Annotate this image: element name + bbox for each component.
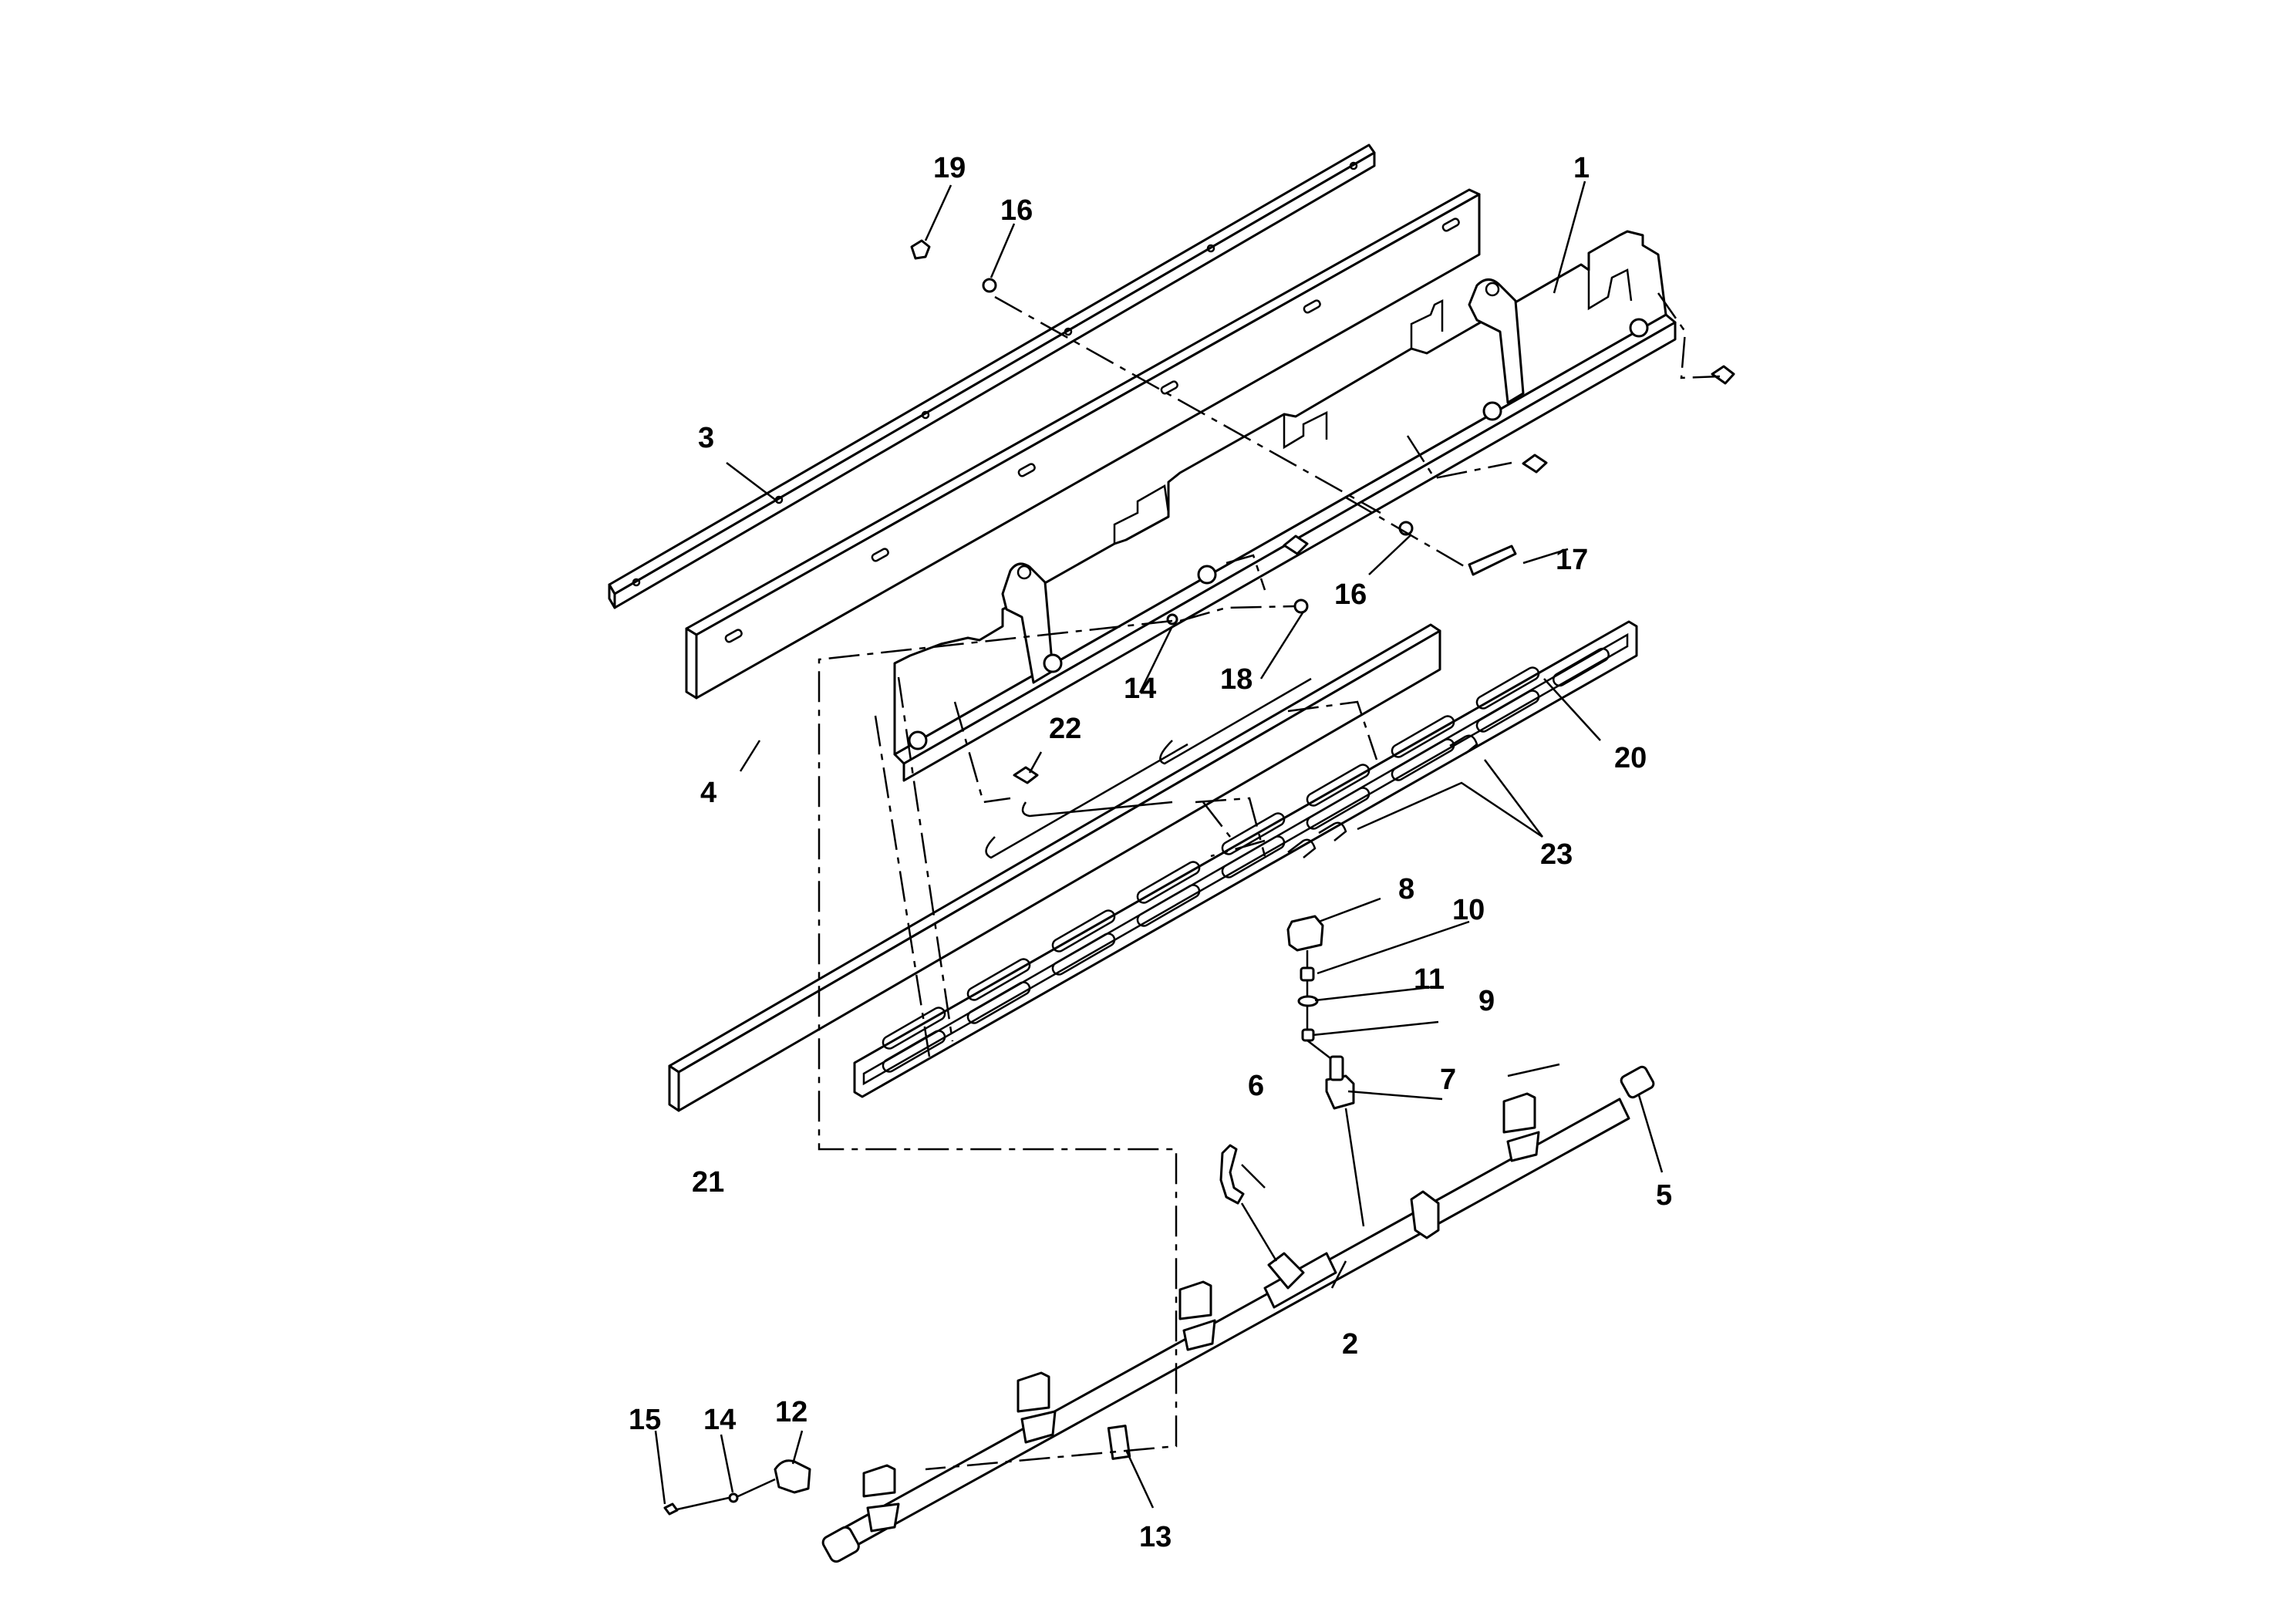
part-2-spray-tube <box>821 1065 1655 1563</box>
callout-labels: 1 2 3 4 5 6 7 8 9 10 11 12 13 14 14 15 1… <box>629 152 1672 1553</box>
part-23-clips <box>985 677 1478 859</box>
nozzle-stack <box>1286 915 1355 1110</box>
small-hardware <box>910 239 1735 784</box>
part-20-slotted-channel <box>853 620 1638 1098</box>
lower-left-hardware <box>663 1459 811 1516</box>
callout-3: 3 <box>698 422 714 454</box>
callout-11: 11 <box>1414 963 1445 996</box>
assembly-lines <box>676 292 1721 1511</box>
part-4-board <box>685 188 1481 700</box>
callout-7: 7 <box>1440 1064 1456 1096</box>
callout-17: 17 <box>1556 544 1588 576</box>
callout-1: 1 <box>1573 152 1590 184</box>
callout-13: 13 <box>1139 1521 1172 1553</box>
callout-2: 2 <box>1342 1328 1358 1361</box>
callout-21: 21 <box>692 1166 724 1199</box>
part-6-hose-barb <box>1219 1144 1245 1205</box>
callout-20: 20 <box>1614 742 1647 774</box>
part-21-lower-board <box>668 623 1441 1112</box>
callout-6: 6 <box>1248 1070 1264 1102</box>
callout-9: 9 <box>1478 985 1495 1017</box>
leader-lines <box>654 180 1664 1509</box>
callout-18: 18 <box>1220 663 1253 696</box>
callout-14-upper: 14 <box>1124 673 1156 705</box>
callout-12: 12 <box>775 1396 807 1428</box>
callout-8: 8 <box>1398 873 1414 905</box>
callout-22: 22 <box>1049 713 1081 745</box>
callout-14-lower: 14 <box>703 1404 736 1436</box>
callout-16-top: 16 <box>1000 194 1033 227</box>
callout-4: 4 <box>700 777 716 809</box>
callout-19: 19 <box>933 152 966 184</box>
callout-10: 10 <box>1452 894 1485 926</box>
callout-15: 15 <box>629 1404 661 1436</box>
part-3-flat-bar <box>608 143 1376 609</box>
callout-16-mid: 16 <box>1334 578 1367 611</box>
part-1-bracket-rail <box>893 230 1677 782</box>
callout-5: 5 <box>1656 1179 1672 1212</box>
callout-23: 23 <box>1540 838 1573 871</box>
